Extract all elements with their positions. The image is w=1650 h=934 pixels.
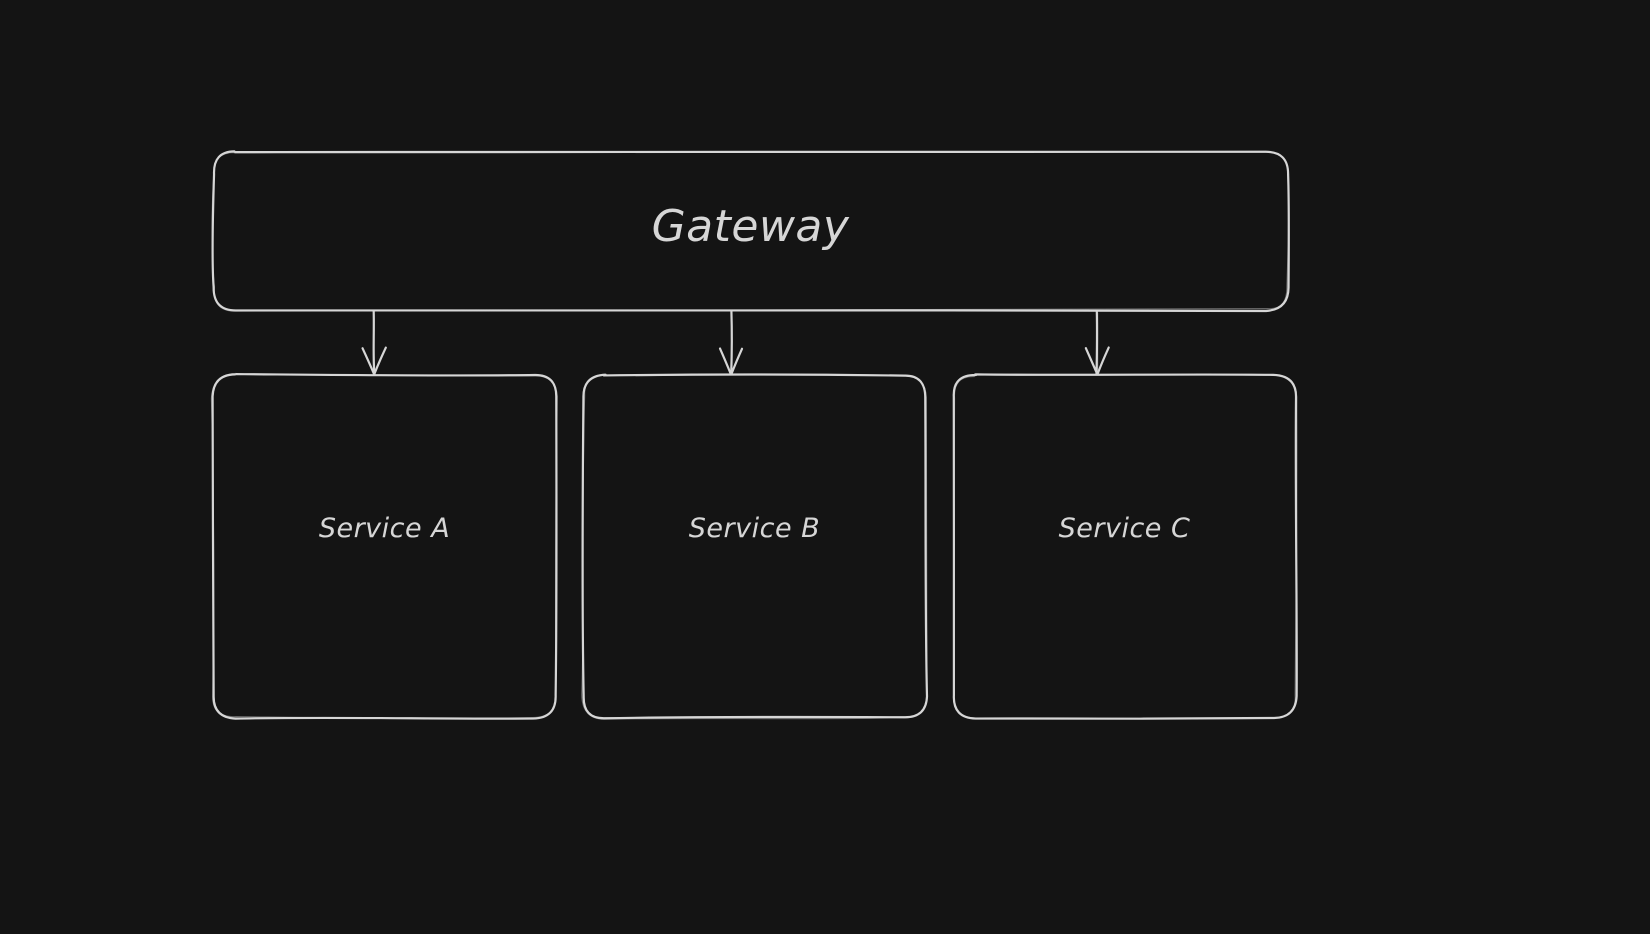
node-gateway[interactable]	[213, 152, 1288, 310]
edges-group	[361, 309, 1110, 376]
edge-gateway-to-service-c[interactable]	[1085, 311, 1109, 375]
shapes-group	[210, 150, 1298, 720]
edge-gateway-to-service-a[interactable]	[362, 311, 386, 375]
node-service-c[interactable]	[953, 375, 1296, 718]
node-service-b[interactable]	[583, 375, 926, 718]
node-service-a[interactable]	[213, 375, 556, 718]
edge-gateway-to-service-b[interactable]	[719, 311, 743, 375]
